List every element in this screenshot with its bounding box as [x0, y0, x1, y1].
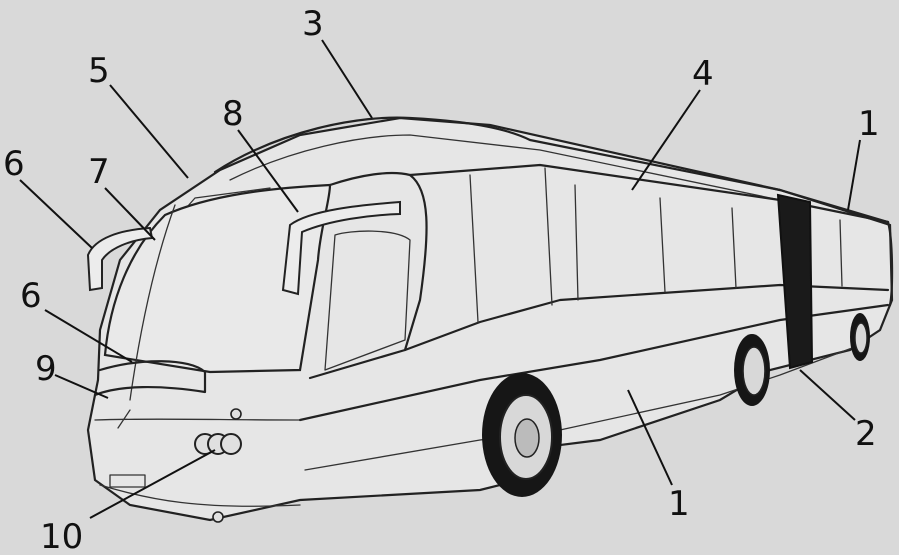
front-door-window: [324, 230, 411, 371]
fog-lamp: [212, 511, 224, 523]
middle-wheel: [734, 334, 770, 406]
label-1-roof: 1: [858, 104, 880, 144]
front-wheel: [482, 373, 562, 497]
window-pillar-2: [544, 167, 553, 306]
leader-5: [109, 84, 189, 179]
label-7: 7: [88, 152, 110, 192]
window-pillar-5: [731, 207, 737, 289]
leader-7: [104, 187, 156, 241]
front-logo: [117, 409, 131, 429]
indicator-lamp: [230, 408, 242, 420]
leader-9: [54, 374, 109, 399]
label-4: 4: [692, 54, 714, 94]
window-belt-bottom: [403, 283, 890, 352]
label-10: 10: [40, 517, 83, 555]
number-plate: [109, 474, 146, 488]
window-pillar-3: [574, 184, 579, 301]
windscreen: [103, 183, 332, 374]
leader-2: [799, 369, 856, 421]
front-bumper-line: [99, 484, 301, 507]
articulation-joint: [776, 193, 814, 370]
label-6-bottom: 6: [20, 276, 42, 316]
leader-10: [89, 449, 216, 519]
leader-6-bottom: [44, 309, 133, 363]
lower-body-line: [298, 303, 890, 422]
window-pillar-6: [839, 219, 843, 287]
leader-8: [237, 129, 299, 213]
right-mirror: [281, 200, 401, 296]
left-mirror: [86, 226, 154, 292]
window-belt-top: [408, 163, 890, 224]
rear-wheel: [850, 313, 870, 361]
roof-line: [213, 116, 890, 224]
leader-1-side: [627, 389, 673, 486]
label-1-side: 1: [668, 484, 690, 524]
label-8: 8: [222, 94, 244, 134]
a-pillar: [308, 171, 428, 380]
label-2: 2: [855, 414, 877, 454]
roof-inner-line: [229, 134, 781, 201]
label-3: 3: [302, 4, 324, 44]
window-pillar-1: [469, 174, 479, 323]
leader-6-top: [19, 179, 93, 249]
label-6-top: 6: [3, 144, 25, 184]
label-9: 9: [35, 349, 57, 389]
leader-3: [321, 39, 373, 119]
windscreen-centre-line: [129, 204, 176, 401]
front-lower-line: [94, 418, 301, 421]
leader-4: [631, 89, 701, 191]
window-pillar-4: [659, 197, 666, 293]
label-5: 5: [88, 51, 110, 91]
skirt-line: [304, 344, 861, 471]
leader-1-roof: [847, 139, 861, 211]
rear-end: [886, 220, 894, 307]
front-grille-bar: [93, 360, 207, 397]
lamp-3: [220, 433, 242, 455]
